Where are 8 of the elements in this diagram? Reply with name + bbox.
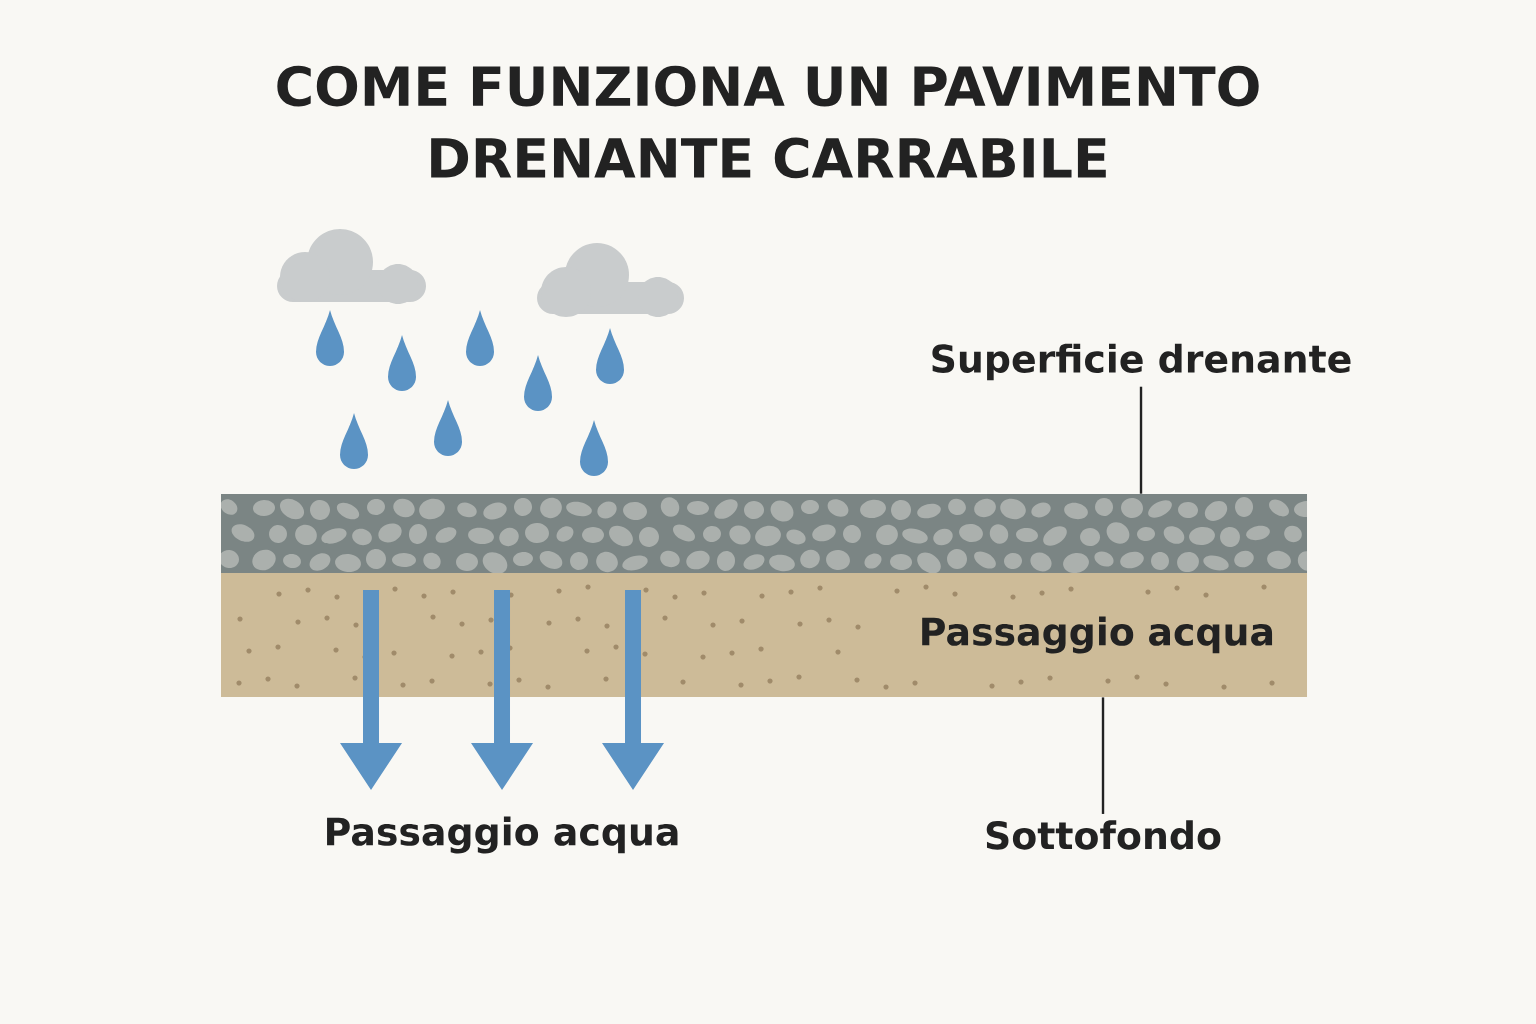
layer-label: Sottofondo	[986, 820, 1221, 850]
leader-line	[1139, 386, 1143, 494]
soil-layer: Passaggio acqua	[221, 573, 1307, 697]
flow-label: Passaggio acqua	[327, 816, 678, 854]
title: COME FUNZIONA UN PAVIMENTO DRENANTE CARRABILE	[277, 65, 1259, 179]
layer-label: Superficie drenante	[932, 343, 1351, 381]
gravel-layer	[221, 494, 1307, 574]
leader-line	[1101, 697, 1105, 814]
